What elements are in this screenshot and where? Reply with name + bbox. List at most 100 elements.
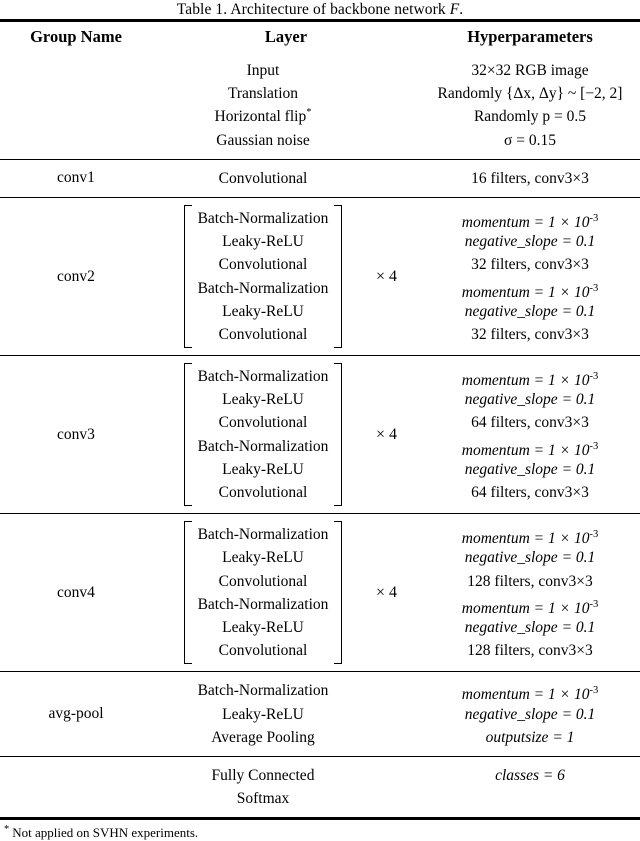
hyperparameter-value: 128 filters, conv3×3: [467, 572, 593, 590]
layer-name: Convolutional: [218, 325, 308, 343]
group-name-input-augmentation: [0, 52, 152, 159]
section-rule: [0, 755, 640, 757]
layer-name: Translation: [227, 85, 299, 103]
hyperparameter-value: negative_slope = 0.1: [464, 618, 596, 636]
hyperparameter-value: 128 filters, conv3×3: [467, 642, 593, 660]
hyperparameter-value: momentum = 1 × 10-3: [461, 282, 599, 301]
hyperparameter-value: 16 filters, conv3×3: [471, 169, 589, 187]
layer-name: Batch-Normalization: [197, 437, 329, 455]
hyperparameter-value: negative_slope = 0.1: [464, 391, 596, 409]
table-caption: Table 1. Architecture of backbone networ…: [0, 0, 640, 19]
section-rule: [0, 355, 640, 357]
hyperparameter-value: momentum = 1 × 10-3: [461, 212, 599, 232]
layer-name: Horizontal flip*: [214, 107, 312, 126]
column-header-hyperparameters: Hyperparameters: [467, 27, 593, 46]
hyperparameter-value: 64 filters, conv3×3: [471, 414, 589, 432]
group-name-classifier: [0, 757, 152, 817]
repeat-multiplier-avg-pool: [374, 672, 420, 756]
layer-name: Leaky-ReLU: [222, 705, 304, 723]
section-rule: [0, 513, 640, 515]
hyperparameter-value: 32 filters, conv3×3: [471, 256, 589, 274]
layer-name: Leaky-ReLU: [222, 233, 304, 251]
hyperparameter-list-classifier: classes = 6: [420, 757, 640, 817]
section-rule: [0, 196, 640, 198]
repeat-multiplier-conv3: × 4: [376, 425, 398, 443]
repeat-multiplier-conv1: [374, 160, 420, 197]
hyperparameter-value: momentum = 1 × 10-3: [461, 371, 599, 390]
hyperparameter-value: momentum = 1 × 10-3: [461, 529, 599, 548]
section-divider: [0, 513, 640, 515]
header-row: Group Name Layer Hyperparameters: [0, 22, 640, 52]
hyperparameter-value: Randomly {Δx, Δy} ~ [−2, 2]: [437, 85, 623, 103]
layer-name: Batch-Normalization: [197, 368, 329, 386]
layer-name: Convolutional: [218, 642, 308, 660]
footnote-ref: *: [306, 107, 312, 119]
section-rule: [0, 158, 640, 160]
column-header-group-name: Group Name: [30, 27, 122, 46]
layer-name: Fully Connected: [211, 766, 315, 784]
layer-name: Convolutional: [218, 256, 308, 274]
caption-prefix: Table 1. Architecture of backbone networ…: [176, 1, 450, 18]
layer-name: Convolutional: [218, 169, 308, 187]
repeat-multiplier-conv2: × 4: [376, 267, 398, 285]
hyperparameter-value: negative_slope = 0.1: [464, 460, 596, 478]
hyperparameter-value: negative_slope = 0.1: [464, 302, 596, 320]
layer-name: Convolutional: [218, 572, 308, 590]
hyperparameter-value: negative_slope = 0.1: [464, 549, 596, 567]
layer-name: Batch-Normalization: [197, 526, 329, 544]
group-name-conv1: conv1: [57, 169, 95, 187]
section-rule: [0, 671, 640, 673]
layer-name: Batch-Normalization: [197, 209, 329, 227]
section-divider: [0, 755, 640, 757]
layer-list-conv1: Convolutional: [152, 160, 374, 197]
hyperparameter-value: negative_slope = 0.1: [464, 233, 596, 251]
layer-name: Convolutional: [218, 484, 308, 501]
layer-name: Convolutional: [218, 414, 308, 432]
section-divider: [0, 158, 640, 160]
hyperparameter-value: σ = 0.15: [504, 131, 556, 149]
column-header-layer: Layer: [264, 27, 308, 46]
repeat-multiplier-conv4: × 4: [376, 583, 398, 601]
table-header: Group Name Layer Hyperparameters: [0, 22, 640, 52]
layer-name: Leaky-ReLU: [222, 302, 304, 320]
layer-name: Leaky-ReLU: [222, 460, 304, 478]
caption-symbol: F: [449, 1, 460, 18]
layer-name: Leaky-ReLU: [222, 391, 304, 409]
layer-name: Batch-Normalization: [197, 595, 329, 613]
table-top-rule: [0, 19, 640, 22]
caption-suffix: .: [459, 1, 464, 18]
hyperparameter-value: 32×32 RGB image: [471, 62, 589, 79]
hyperparameter-value: outputsize = 1: [485, 728, 575, 746]
table-footnote: *Not applied on SVHN experiments.: [0, 820, 640, 841]
group-name-avg-pool: avg-pool: [48, 705, 104, 723]
group-name-conv4: conv4: [57, 583, 95, 601]
layer-name: Leaky-ReLU: [222, 618, 304, 636]
layer-name: Gaussian noise: [216, 131, 310, 149]
layer-name: Softmax: [236, 790, 290, 808]
layer-name: Input: [246, 62, 280, 79]
section-divider: [0, 671, 640, 673]
table-row: conv1 Convolutional 16 filters, conv3×3: [0, 160, 640, 197]
hyperparameter-value: momentum = 1 × 10-3: [461, 440, 599, 459]
